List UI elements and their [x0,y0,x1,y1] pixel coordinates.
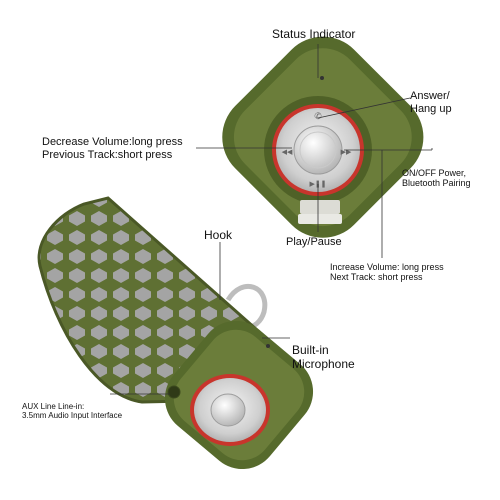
label-increase-volume-line1: Increase Volume: long press [330,262,444,272]
speaker-side-view [37,196,314,470]
label-decrease-volume-line1: Decrease Volume:long press [42,136,183,148]
label-answer-hangup: Answer/ Hang up [410,90,452,115]
phone-icon: ✆ [314,111,322,121]
label-microphone: Microphone [292,356,355,371]
label-play-pause: Play/Pause [286,236,342,248]
label-status-indicator: Status Indicator [272,27,356,41]
label-on-off-line1: ON/OFF Power, [402,168,467,178]
speaker-front-view: ✆ ◀◀ ▶▶ ▶❚❚ [222,36,424,238]
label-answer: Answer/ [410,90,450,102]
next-icon: ▶▶ [341,149,352,156]
aux-port-icon [167,385,181,399]
label-aux-line: AUX Line Line-in: 3.5mm Audio Input Inte… [22,402,122,420]
microphone-icon [266,344,270,348]
label-aux-line1: AUX Line Line-in: [22,402,85,411]
label-increase-volume-line2: Next Track: short press [330,272,423,283]
leader-lines [110,44,433,395]
label-decrease-volume: Decrease Volume:long press Previous Trac… [42,136,183,161]
label-increase-volume: Increase Volume: long press Next Track: … [330,262,444,283]
label-built-in-microphone: Built-in Microphone [292,343,355,372]
label-hangup: Hang up [410,102,452,115]
previous-icon: ◀◀ [282,149,293,156]
status-led-icon [320,76,324,80]
label-on-off: ON/OFF Power, Bluetooth Pairing [402,168,471,189]
label-aux-line2: 3.5mm Audio Input Interface [22,411,123,421]
label-on-off-line2: Bluetooth Pairing [402,178,471,189]
label-hook: Hook [204,228,233,242]
label-decrease-volume-line2: Previous Track:short press [42,148,173,161]
on-off-button[interactable] [293,125,343,175]
label-built-in: Built-in [292,343,329,357]
